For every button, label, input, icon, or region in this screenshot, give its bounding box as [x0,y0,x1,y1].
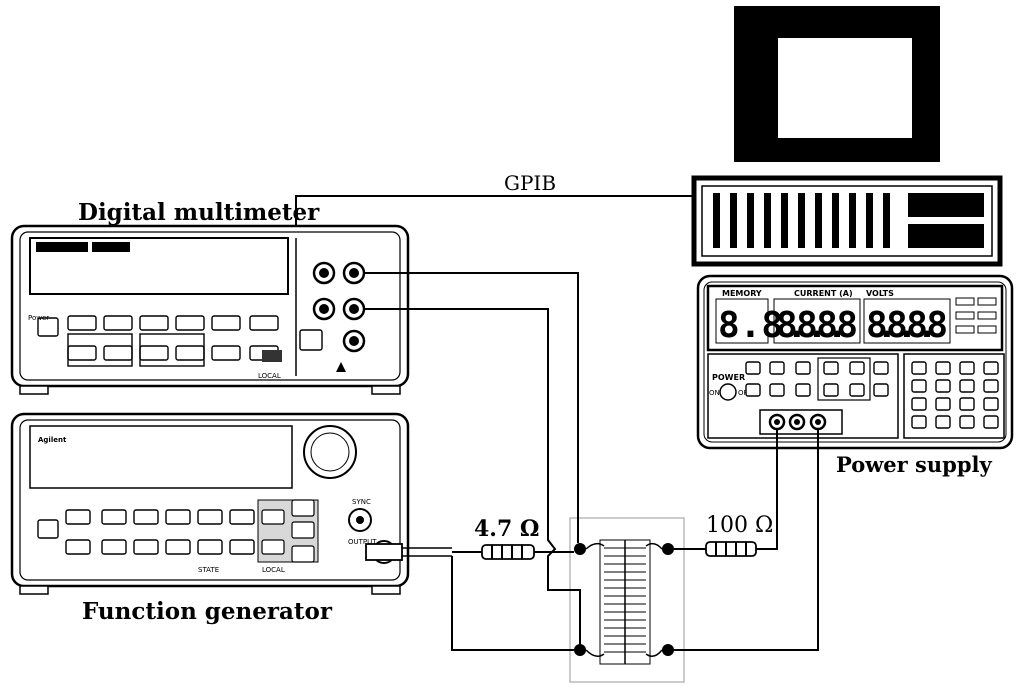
gpib-cable [295,195,694,230]
dmm-power-label: Power [28,314,49,322]
fg-state-label: STATE [198,566,219,574]
fg-brand-label: Agilent [38,436,67,444]
ps-current-digits: 8.8.8.8 [776,305,858,346]
bnc-output-cable [365,543,452,561]
power-supply-label: Power supply [836,452,992,477]
fg-sync-label: SYNC [352,498,371,506]
dmm-local-label: LOCAL [258,372,281,380]
resistor-100-ohm-label: 100 Ω [706,513,773,538]
ps-memory-digits: 8.8 [718,305,783,346]
wiring [364,272,819,651]
function-generator: Agilent STATE LOCAL [10,412,410,595]
fg-output-label: OUTPUT [348,538,377,546]
ps-current-label: CURRENT (A) [794,289,853,298]
multimeter-label: Digital multimeter [78,199,320,226]
computer-monitor [734,6,940,162]
fg-local-label: LOCAL [262,566,285,574]
ps-volts-digits: 8.8.8.8 [866,305,948,346]
resistor-4-7-ohm [481,544,535,560]
resistor-4-7-ohm-label: 4.7 Ω [474,516,540,542]
gpib-label: GPIB [504,171,556,195]
sample-electrode [569,517,685,683]
resistor-100-ohm [705,541,757,557]
ps-on-label: ON [709,389,720,397]
power-supply: MEMORY CURRENT (A) VOLTS 8.8 8.8.8.8 8.8… [696,274,1014,450]
ps-power-label: POWER [712,373,745,382]
ps-off-label: OFF [738,389,752,397]
function-generator-label: Function generator [82,598,333,625]
ps-output-terminals [768,413,827,431]
computer-case [691,175,1003,267]
digital-multimeter: Power LOCAL [10,224,410,395]
ps-memory-label: MEMORY [722,289,762,298]
ps-volts-label: VOLTS [866,289,894,298]
